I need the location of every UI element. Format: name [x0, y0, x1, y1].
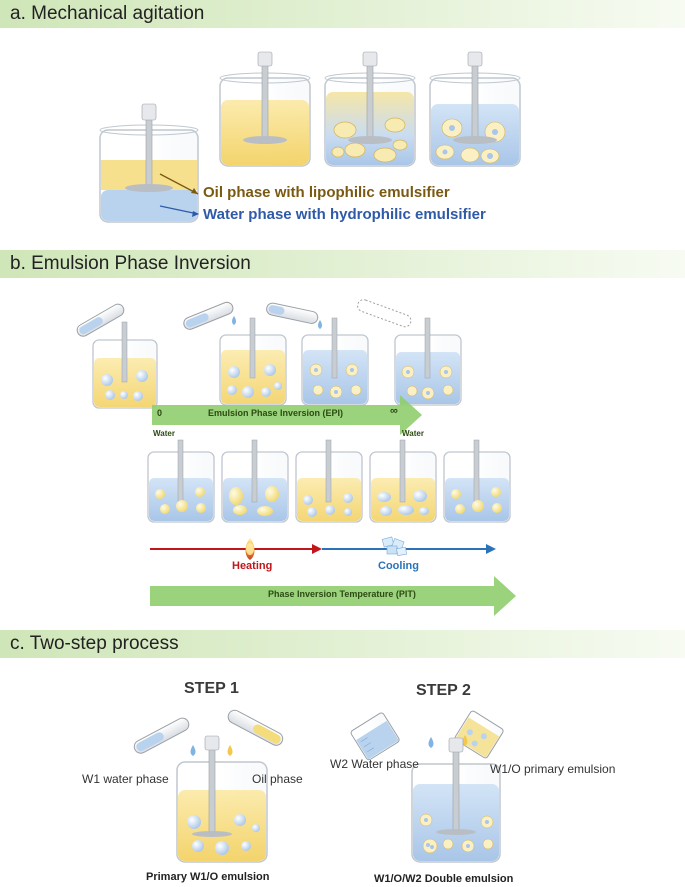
w2-water-phase-label: W2 Water phase: [330, 757, 419, 771]
epi-beaker-1: [92, 321, 158, 409]
section-b-title: b. Emulsion Phase Inversion: [10, 253, 251, 274]
step1-beaker: [176, 735, 268, 863]
water-phase-label: Water phase with hydrophilic emulsifier: [203, 206, 486, 223]
epi-beaker-4: [394, 317, 462, 406]
w2-beaker-pour: [350, 712, 400, 761]
section-a-beakers: [99, 51, 521, 223]
section-c-step1: [133, 709, 284, 863]
label-pointer-arrows: [159, 173, 199, 217]
beaker-water-droplets: [429, 51, 521, 167]
test-tube-4: [357, 299, 412, 328]
section-b-header: b. Emulsion Phase Inversion: [0, 250, 685, 278]
heating-label: Heating: [232, 560, 273, 572]
section-a-title: a. Mechanical agitation: [10, 3, 205, 24]
epi-beaker-3: [301, 317, 369, 406]
pit-arrow-label: Phase Inversion Temperature (PIT): [268, 589, 416, 599]
water-start-label: Water: [153, 429, 175, 438]
oil-tube: [227, 709, 284, 746]
test-tube-3: [266, 302, 319, 324]
section-c-title: c. Two-step process: [10, 633, 179, 654]
water-end-label: Water: [402, 429, 424, 438]
pit-beaker-3: [295, 439, 363, 523]
water-drop-3: [318, 320, 322, 329]
oil-phase-step1-label: Oil phase: [252, 772, 303, 786]
w1-water-phase-label: W1 water phase: [82, 772, 169, 786]
section-c-header: c. Two-step process: [0, 630, 685, 658]
pit-beaker-4: [369, 439, 437, 523]
w1o-beaker-pour: [454, 710, 504, 759]
w1o-primary-label: W1/O primary emulsion: [490, 762, 616, 776]
w2-drop: [428, 737, 434, 748]
oil-drop: [227, 745, 233, 756]
test-tube-1: [76, 303, 125, 337]
test-tube-2: [183, 301, 234, 330]
w1o-drop: [462, 735, 468, 746]
epi-infinity-label: ∞: [390, 405, 398, 417]
epi-beaker-2: [219, 317, 287, 406]
oil-phase-label: Oil phase with lipophilic emulsifier: [203, 184, 450, 201]
pit-beaker-2: [221, 439, 289, 523]
section-b-epi-row: [76, 299, 462, 435]
step2-beaker: [411, 737, 501, 863]
step1-title: STEP 1: [184, 680, 239, 697]
water-drop-2: [232, 316, 236, 325]
section-b-pit-row: [147, 439, 516, 616]
primary-emulsion-caption: Primary W1/O emulsion: [146, 871, 270, 883]
section-a-header: a. Mechanical agitation: [0, 0, 685, 28]
double-emulsion-caption: W1/O/W2 Double emulsion: [374, 873, 514, 885]
ice-cubes-icon: [381, 536, 407, 556]
pit-beaker-5: [443, 439, 511, 523]
epi-zero-label: 0: [157, 408, 163, 418]
cooling-label: Cooling: [378, 560, 419, 572]
w1-drop: [190, 745, 196, 756]
heating-arrowhead: [312, 544, 322, 554]
beaker-layered: [99, 103, 199, 223]
w1-tube: [133, 717, 190, 754]
pit-beaker-1: [147, 439, 215, 523]
beaker-oil-droplets: [324, 51, 416, 167]
beaker-oil: [219, 51, 311, 167]
epi-arrow: [152, 395, 422, 435]
epi-arrow-label: Emulsion Phase Inversion (EPI): [208, 408, 344, 418]
pit-arrow: [150, 576, 516, 616]
section-c-step2: [350, 710, 504, 863]
step2-title: STEP 2: [416, 682, 471, 699]
cooling-arrowhead: [486, 544, 496, 554]
